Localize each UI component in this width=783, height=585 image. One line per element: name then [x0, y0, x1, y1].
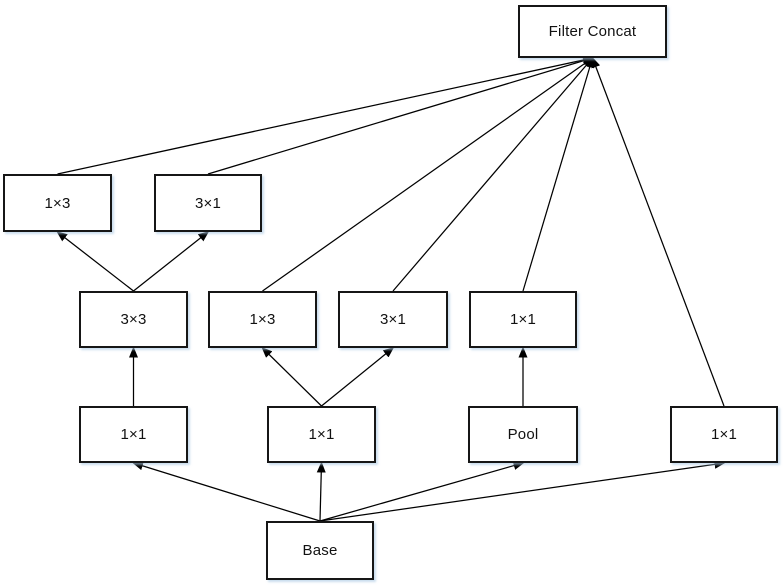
- edge-base-to-conv-1x1-right: [319, 459, 726, 522]
- node-conv-3x1-mid: 3×1: [338, 291, 448, 348]
- node-conv-3x3-mid: 3×3: [79, 291, 188, 348]
- node-conv-1x3-top: 1×3: [3, 174, 112, 232]
- node-filter-concat: Filter Concat: [518, 5, 667, 58]
- edge-conv-3x1-mid-to-filter-concat: [392, 56, 594, 292]
- edge-conv-3x3-mid-to-conv-1x3-top: [56, 231, 134, 292]
- node-label: 1×1: [308, 426, 335, 443]
- node-label: 3×3: [120, 311, 147, 328]
- edge-conv-1x1-right-to-filter-concat: [591, 56, 725, 407]
- node-conv-1x1-right: 1×1: [670, 406, 778, 463]
- node-conv-3x1-top: 3×1: [154, 174, 262, 232]
- edge-base-to-conv-1x1-left: [132, 461, 321, 522]
- node-label: Base: [302, 542, 338, 559]
- node-label: 1×3: [249, 311, 276, 328]
- node-conv-1x1-mid: 1×1: [469, 291, 577, 348]
- node-base: Base: [266, 521, 374, 580]
- edge-conv-1x3-top-to-filter-concat: [57, 55, 594, 175]
- node-pool: Pool: [468, 406, 578, 463]
- node-label: 1×1: [710, 426, 738, 443]
- node-label: 3×1: [379, 311, 407, 328]
- node-label: 1×1: [509, 311, 537, 328]
- node-label: 3×1: [194, 194, 222, 212]
- node-label: Pool: [507, 426, 539, 443]
- edge-conv-1x1-mid-to-filter-concat: [522, 56, 595, 292]
- edge-conv-1x1-center-to-conv-3x1-mid: [321, 347, 395, 407]
- node-label: Filter Concat: [548, 23, 637, 40]
- node-label: 1×1: [120, 426, 147, 443]
- edge-base-to-pool: [319, 461, 525, 522]
- edge-conv-3x1-top-to-filter-concat: [207, 56, 594, 175]
- edge-conv-1x1-center-to-conv-1x3-mid: [261, 346, 322, 407]
- edge-conv-3x3-mid-to-conv-3x1-top: [133, 231, 210, 292]
- node-conv-1x1-left: 1×1: [79, 406, 188, 463]
- edge-base-to-conv-1x1-center: [316, 461, 326, 522]
- node-conv-1x3-mid: 1×3: [208, 291, 317, 348]
- node-label: 1×3: [44, 194, 71, 212]
- edge-conv-1x3-mid-to-filter-concat: [262, 57, 594, 292]
- node-conv-1x1-center: 1×1: [267, 406, 376, 463]
